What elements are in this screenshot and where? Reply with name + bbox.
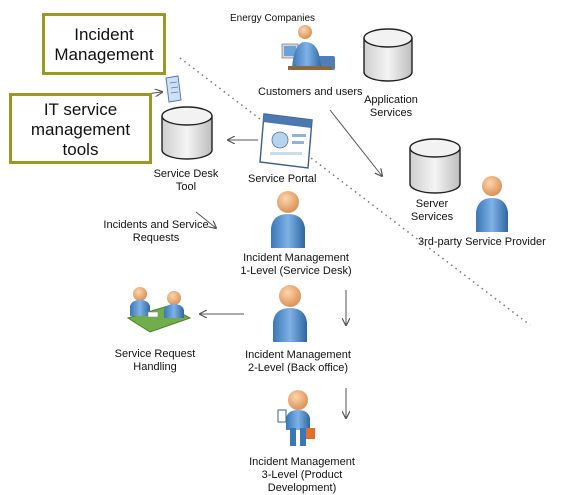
database-cylinder-icon — [409, 138, 461, 194]
boundary-dotted-line — [179, 57, 531, 326]
level2-label: Incident Management 2-Level (Back office… — [245, 349, 351, 374]
person-with-clipboard-icon — [277, 390, 315, 446]
callout-line: management — [30, 120, 131, 139]
person-at-computer-icon — [281, 25, 335, 70]
incidents-requests-label: Incidents and Service Requests — [103, 219, 209, 244]
callout-line: IT service — [43, 100, 118, 119]
customers-label: Customers and users — [258, 86, 363, 98]
person-icon — [476, 176, 508, 232]
database-cylinder-icon — [363, 28, 413, 82]
database-cylinder-icon — [161, 106, 213, 160]
level3-label: Incident Management 3-Level (Product Dev… — [249, 456, 355, 494]
callout-line: Incident — [74, 25, 134, 44]
document-icon — [165, 75, 182, 103]
service-request-handling-label: Service Request Handling — [114, 348, 196, 373]
callout-line: Management — [54, 45, 154, 64]
web-page-icon — [259, 113, 313, 169]
level1-label: Incident Management 1-Level (Service Des… — [240, 252, 352, 277]
service-desk-tool-label: Service Desk Tool — [153, 168, 219, 193]
arrow-incidents-to-tool — [195, 211, 216, 228]
callout-incident-management: Incident Management — [42, 13, 166, 75]
meeting-at-table-icon — [126, 287, 192, 333]
application-services-label: Application Services — [364, 94, 418, 119]
energy-companies-label: Energy Companies — [230, 13, 316, 24]
callout-line: tools — [62, 140, 99, 159]
service-portal-label: Service Portal — [248, 173, 317, 185]
third-party-provider-label: 3rd-party Service Provider — [418, 236, 546, 248]
server-services-label: Server Services — [410, 198, 454, 223]
arrow-customers-to-server — [329, 109, 382, 176]
callout-it-service-tools: IT service management tools — [9, 93, 152, 164]
person-icon — [271, 191, 305, 248]
person-icon — [273, 285, 307, 342]
